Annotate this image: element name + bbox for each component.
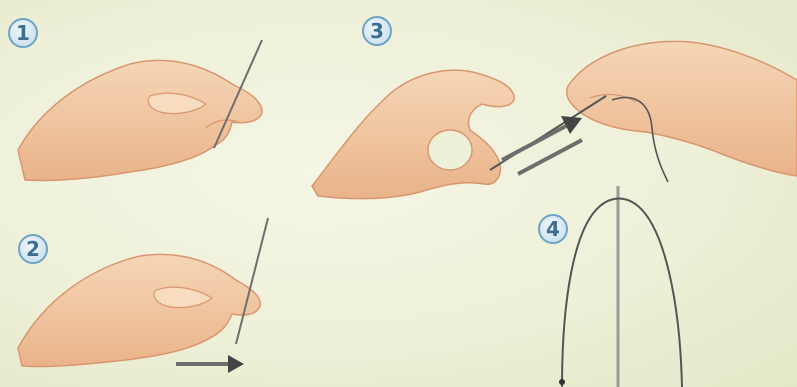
panel-2-needle xyxy=(236,218,268,344)
step-3-badge: 3 xyxy=(362,16,392,46)
panel-4-needle-thread xyxy=(559,186,682,387)
panel-2-hand xyxy=(18,254,260,366)
step-2-badge: 2 xyxy=(18,234,48,264)
panel-3-right-hand xyxy=(567,41,797,176)
step-4-badge: 4 xyxy=(538,214,568,244)
step-1-badge: 1 xyxy=(8,18,38,48)
panel-3-arrow-double xyxy=(502,116,582,174)
panel-2-arrow-right xyxy=(176,355,244,373)
panel-3-left-hand xyxy=(312,70,514,198)
